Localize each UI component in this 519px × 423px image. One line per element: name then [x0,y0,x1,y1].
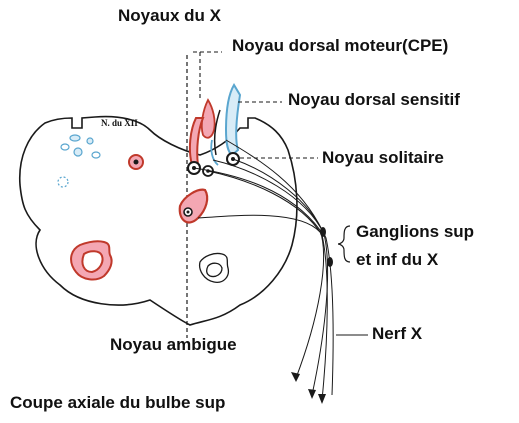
title-label: Noyaux du X [118,6,221,26]
right-olive-outline [200,253,229,282]
blue-nucleus-3 [61,144,69,150]
left-blue-nuclei [58,135,100,187]
ganglion-inf [327,257,333,267]
arrowhead-1 [291,372,300,382]
caption-label: Coupe axiale du bulbe sup [10,393,225,413]
sensory-nucleus-inner [215,110,220,155]
solitaire-label: Noyau solitaire [322,148,444,168]
fiber-5 [198,215,320,232]
arrowhead-2 [308,389,316,399]
blue-nucleus-4 [74,148,82,156]
xii-label: N. du XII [101,118,138,128]
blue-nucleus-6 [58,177,68,187]
arrowhead-3 [318,394,326,404]
ganglion-sup [320,227,326,237]
fiber-3 [233,159,333,395]
vagus-fibers [194,140,333,400]
blue-nucleus-1 [70,135,80,141]
nerf-label: Nerf X [372,324,422,344]
blue-nucleus-2 [87,138,93,144]
sensitif-label: Noyau dorsal sensitif [288,90,460,110]
fiber-4 [213,160,328,395]
cpe-label: Noyau dorsal moteur(CPE) [232,36,448,56]
xii-nucleus-inner [134,160,139,165]
ganglions-brace [338,226,350,262]
ganglions-label-1: Ganglions sup [356,222,474,242]
dorsal-motor-column [190,118,203,165]
ambiguus-nucleus-dot [187,211,190,214]
ganglions-label-2: et inf du X [356,250,438,270]
ambigue-label: Noyau ambigue [110,335,237,355]
inferior-olive-nucleus [71,241,112,279]
blue-nucleus-5 [92,152,100,158]
